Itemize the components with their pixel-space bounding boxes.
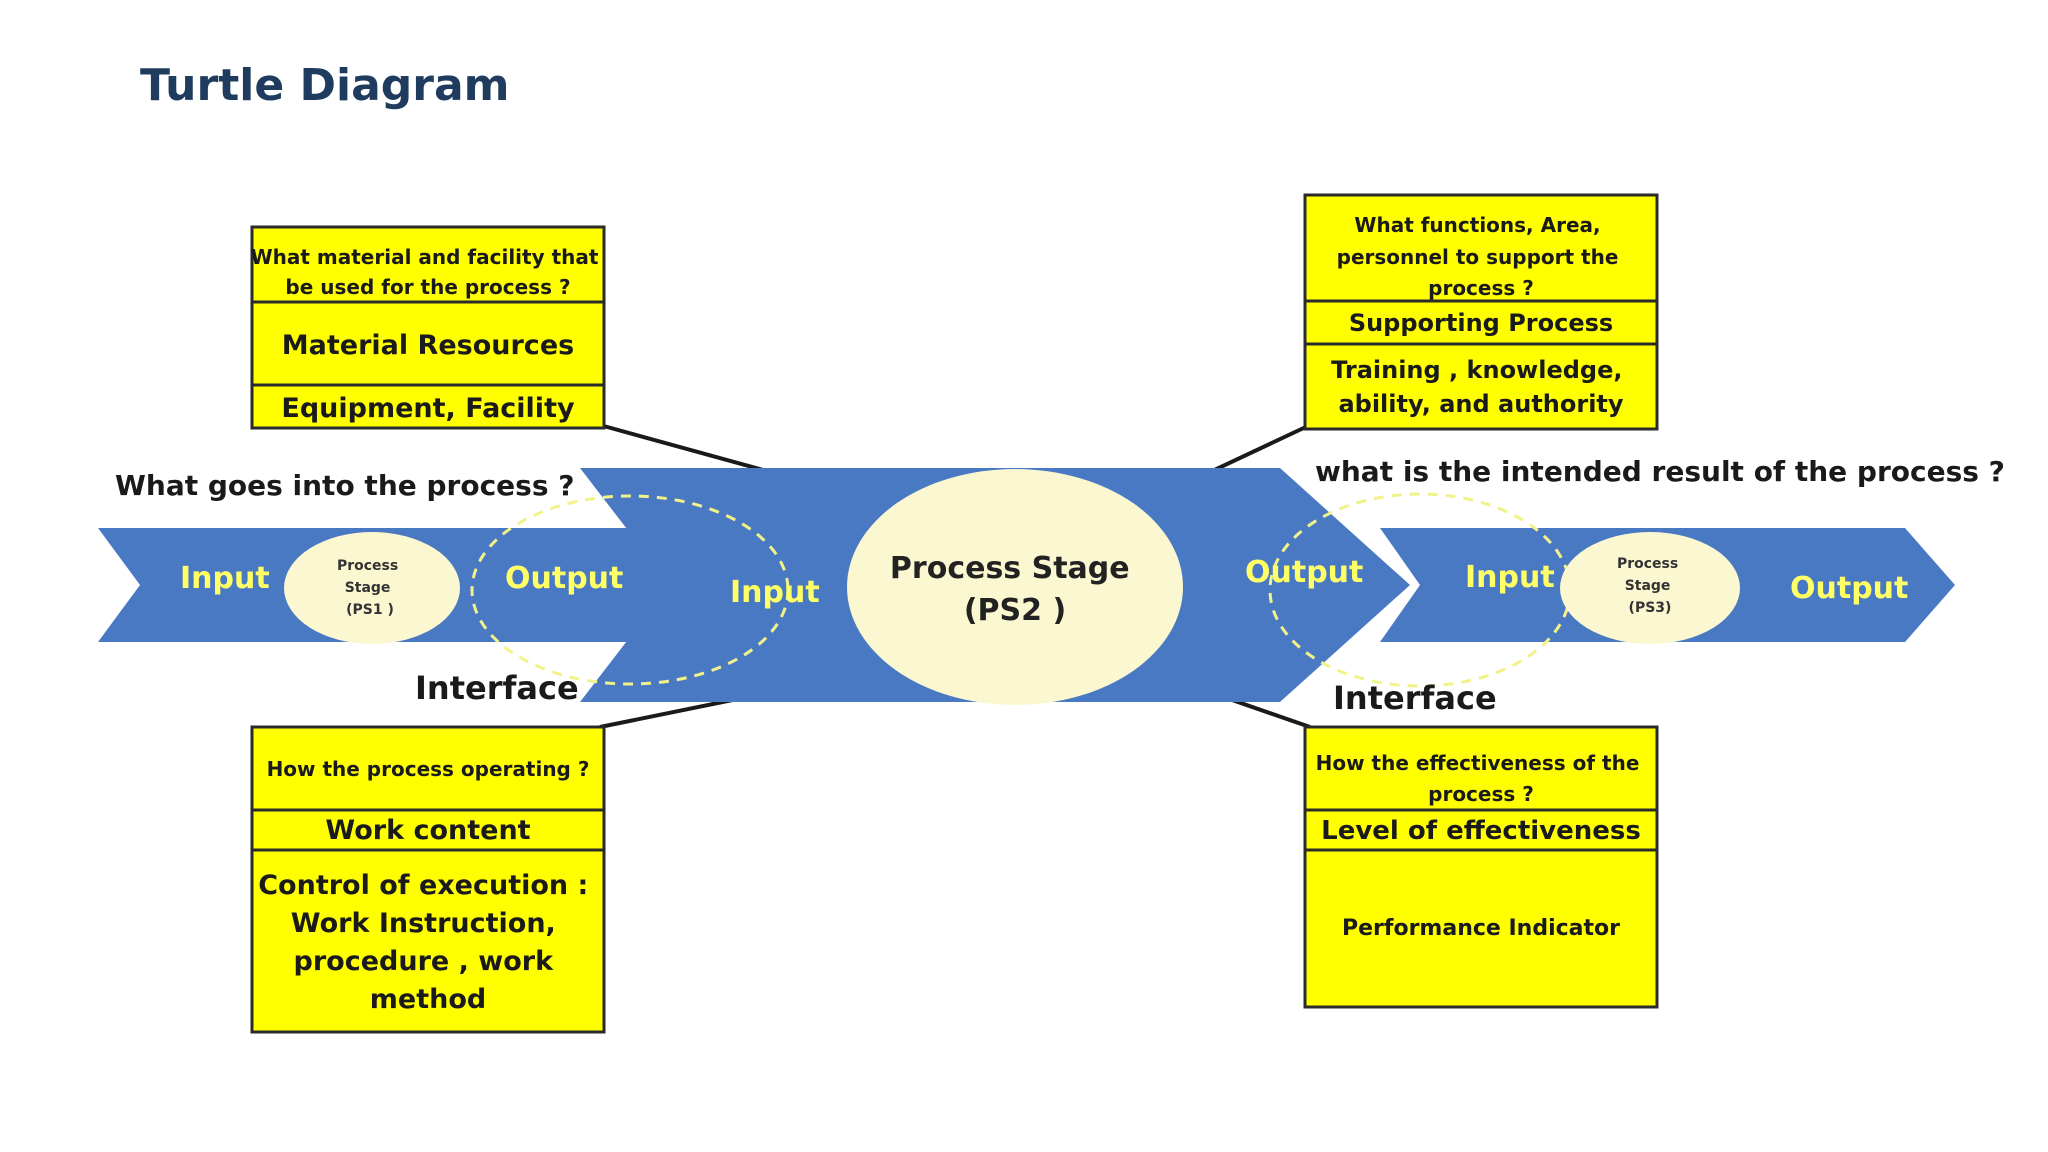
operating-question: How the process operating ? xyxy=(267,757,590,781)
ps1-input-label: Input xyxy=(180,561,270,596)
box-material-resources: What material and facility that be used … xyxy=(250,225,606,430)
box-work-content: How the process operating ? Work content… xyxy=(250,725,606,1034)
stage-ps2-label: Process Stage (PS2 ) xyxy=(890,551,1140,628)
support-detail: Training , knowledge, ability, and autho… xyxy=(1331,356,1631,418)
material-question: What material and facility that be used … xyxy=(251,245,606,299)
interface-label-left: Interface xyxy=(415,669,579,707)
stage-ps3-label: Process Stage (PS3) xyxy=(1617,556,1683,616)
operating-heading: Work content xyxy=(325,815,530,846)
material-heading: Material Resources xyxy=(282,330,574,361)
effectiveness-heading: Level of effectiveness xyxy=(1321,816,1641,846)
support-heading: Supporting Process xyxy=(1349,309,1613,337)
material-detail: Equipment, Facility xyxy=(281,393,575,424)
ps3-output-label: Output xyxy=(1790,571,1908,606)
effectiveness-question: How the effectiveness of the process ? xyxy=(1316,751,1647,806)
input-question: What goes into the process ? xyxy=(115,469,574,502)
interface-label-right: Interface xyxy=(1333,679,1497,717)
stage-ps1-label: Process Stage (PS1 ) xyxy=(337,558,403,618)
support-question: What functions, Area, personnel to suppo… xyxy=(1337,213,1626,300)
ps2-output-label: Output xyxy=(1245,555,1363,590)
box-supporting-process: What functions, Area, personnel to suppo… xyxy=(1303,193,1659,431)
page-title: Turtle Diagram xyxy=(140,60,510,111)
ps1-output-label: Output xyxy=(505,561,623,596)
box-level-of-effectiveness: How the effectiveness of the process ? L… xyxy=(1303,725,1659,1009)
ps3-input-label: Input xyxy=(1465,560,1555,595)
ps2-input-label: Input xyxy=(730,575,820,610)
stage-ellipse-ps3 xyxy=(1560,532,1740,644)
interface-ellipse-left xyxy=(470,494,790,686)
stage-ellipse-ps1 xyxy=(284,532,460,644)
operating-detail: Control of execution : Work Instruction,… xyxy=(258,870,598,1015)
effectiveness-detail: Performance Indicator xyxy=(1342,916,1620,941)
stage-ellipse-ps2 xyxy=(847,469,1183,705)
output-question: what is the intended result of the proce… xyxy=(1315,455,2005,488)
